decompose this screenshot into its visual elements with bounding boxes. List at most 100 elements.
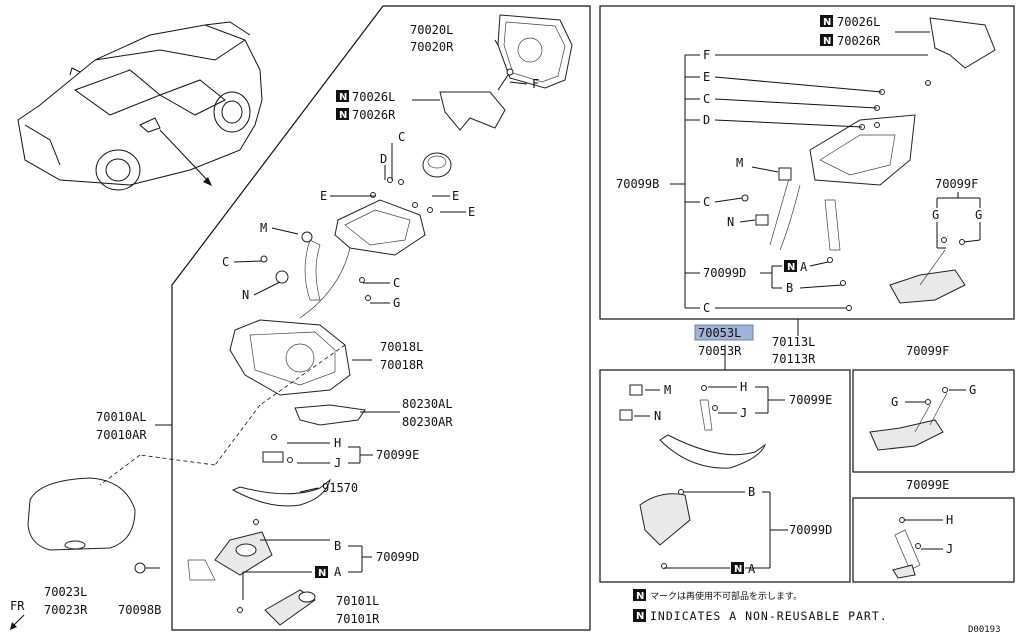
motor-dome-left [422, 152, 452, 178]
label-70018l: 70018L [380, 340, 423, 354]
letter-a-sub: A [748, 562, 756, 576]
left-panel-frame [171, 5, 591, 631]
legend-japanese: マークは再使用不可部品を示します。 [650, 590, 802, 602]
letter-a-right: A [800, 260, 808, 274]
n-mark-text-1: N [339, 92, 347, 103]
n-mark-70026r [336, 108, 349, 120]
letter-g-box-2: G [891, 395, 898, 409]
letter-g-right-2: G [975, 208, 982, 222]
n-mark-text-3: N [318, 568, 326, 579]
label-70023l: 70023L [44, 585, 87, 599]
right-bottom-right-top-frame [852, 369, 1015, 473]
letter-f-right: F [703, 48, 710, 62]
letter-b-1: B [334, 539, 341, 553]
n-mark-text-7: N [734, 564, 742, 575]
label-80230al: 80230AL [402, 397, 453, 411]
label-70099e-box: 70099E [906, 478, 949, 492]
label-70020l: 70020L [410, 23, 453, 37]
n-mark-text-5: N [823, 36, 831, 47]
label-70101l: 70101L [336, 594, 379, 608]
leader-lines-subbox [634, 386, 788, 569]
actuator-assembly-right [741, 114, 916, 251]
letter-d-right: D [703, 113, 710, 127]
letter-e-1: E [320, 189, 327, 203]
letter-g-right-1: G [932, 208, 939, 222]
letter-n-right: N [727, 215, 734, 229]
n-mark-text-6: N [787, 262, 795, 273]
letter-m-right: M [736, 156, 743, 170]
letter-d-1: D [380, 152, 387, 166]
label-70053r: 70053R [698, 344, 742, 358]
label-91570: 91570 [322, 481, 358, 495]
letter-j-sub: J [740, 406, 747, 420]
label-80230ar: 80230AR [402, 415, 453, 429]
letter-b-sub: B [748, 485, 755, 499]
highlight-70053l[interactable] [694, 324, 754, 341]
label-70053l[interactable]: 70053L [698, 326, 741, 340]
letter-j-1: J [334, 456, 341, 470]
letter-a-1: A [334, 565, 342, 579]
label-70099e-sub: 70099E [789, 393, 832, 407]
fr-arrow-head-icon [10, 622, 17, 630]
label-70099d-right: 70099D [703, 266, 746, 280]
n-mark-70026l [336, 90, 349, 102]
letter-e-3: E [468, 205, 475, 219]
right-top-frame [599, 5, 1015, 320]
letter-c-right-2: C [703, 195, 710, 209]
outer-cover-70023 [27, 477, 136, 551]
label-70020r: 70020R [410, 40, 454, 54]
label-70113r: 70113R [772, 352, 816, 366]
letter-n-1: N [242, 288, 249, 302]
clip-70098b [134, 562, 160, 574]
letter-c-right-3: C [703, 301, 710, 315]
label-70010al: 70010AL [96, 410, 147, 424]
letter-e-2: E [452, 189, 459, 203]
legend-n-text-2: N [636, 611, 644, 622]
label-70026r-right: 70026R [837, 34, 881, 48]
label-70026l-left: 70026L [352, 90, 395, 104]
letter-m-1: M [260, 221, 267, 235]
label-70101r: 70101R [336, 612, 380, 626]
lower-cover-left [187, 434, 331, 626]
label-70026r-left: 70026R [352, 108, 396, 122]
label-70113l: 70113L [772, 335, 815, 349]
mirror-glass-part [494, 14, 573, 89]
letter-g-1: G [393, 296, 400, 310]
leader-lines-left [99, 143, 466, 600]
letter-g-box-1: G [969, 383, 976, 397]
n-mark-text-2: N [339, 110, 347, 121]
label-70010ar: 70010AR [96, 428, 147, 442]
lamp-70099f-top [889, 249, 966, 304]
n-mark-a-left [315, 566, 328, 578]
right-bottom-right-bot-frame [852, 497, 1015, 583]
label-70099e-left: 70099E [376, 448, 419, 462]
letter-e-right: E [703, 70, 710, 84]
letter-c-1: C [398, 130, 405, 144]
bracket-70026-left [412, 91, 506, 131]
letter-c-3: C [393, 276, 400, 290]
label-70018r: 70018R [380, 358, 424, 372]
legend-n-mark-2 [633, 609, 646, 622]
subbox-70053-parts [619, 384, 767, 569]
actuator-assembly-left [260, 199, 426, 319]
screw-f-left [497, 68, 528, 91]
letter-j-box: J [946, 542, 953, 556]
subbox-70099e-parts [892, 517, 943, 579]
letter-c-right-1: C [703, 92, 710, 106]
diagram-code: D00193 [968, 625, 1001, 635]
letter-h-sub: H [740, 380, 747, 394]
label-70098b: 70098B [118, 603, 161, 617]
n-mark-a-right [784, 260, 797, 272]
label-70023r: 70023R [44, 603, 88, 617]
cover-80230 [294, 404, 366, 426]
letter-f-left: F [532, 77, 539, 91]
label-70099b: 70099B [616, 177, 659, 191]
fr-label: FR [10, 599, 25, 613]
legend-english: INDICATES A NON-REUSABLE PART. [650, 609, 888, 623]
n-mark-text-4: N [823, 17, 831, 28]
mirror-housing-70018 [229, 319, 351, 396]
leader-lines-right-top [670, 54, 981, 370]
letter-h-1: H [334, 436, 341, 450]
letter-m-sub: M [664, 383, 671, 397]
